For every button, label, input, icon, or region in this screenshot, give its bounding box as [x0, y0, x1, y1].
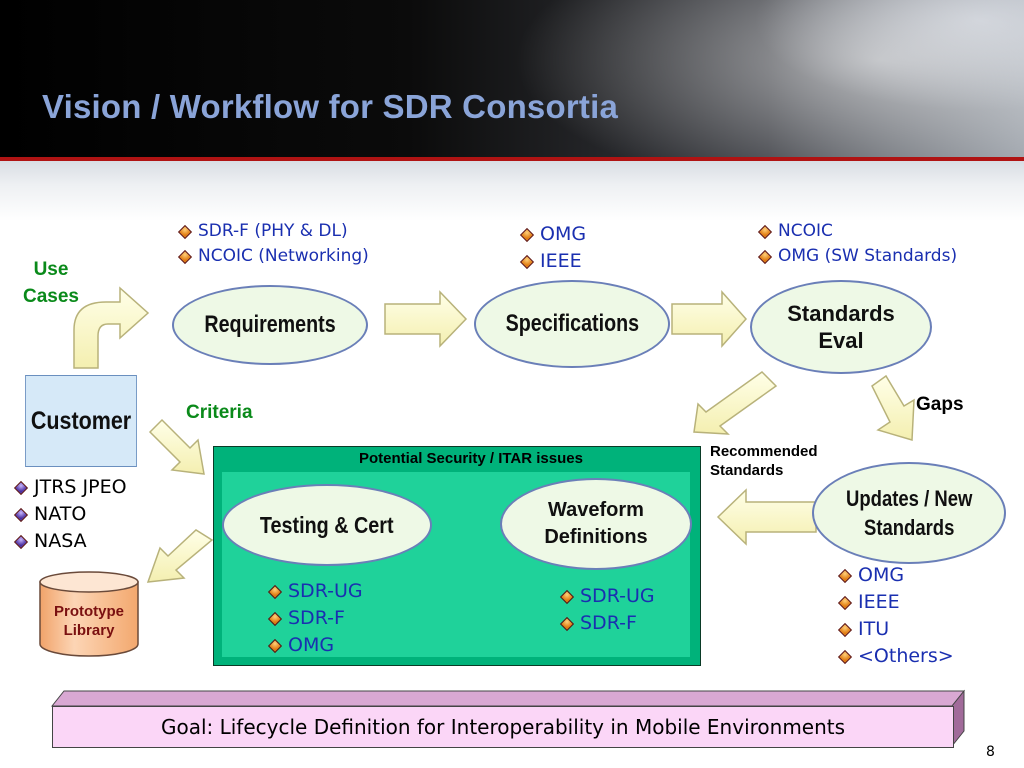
bullet-diamond-icon — [837, 595, 853, 611]
updates-to-waveform-arrow — [716, 488, 817, 546]
bullet-diamond-icon — [757, 249, 773, 265]
list-item: NCOIC (Networking) — [177, 244, 369, 269]
page-number: 8 — [986, 744, 995, 760]
waveform-definitions-node: Waveform Definitions — [500, 478, 692, 570]
security-issues-label: Potential Security / ITAR issues — [359, 450, 583, 467]
list-item: OMG — [519, 221, 586, 248]
list-item: NASA — [13, 528, 127, 555]
specifications-list: OMG IEEE — [519, 221, 586, 275]
list-item: SDR-F — [559, 610, 655, 637]
bullet-diamond-icon — [13, 534, 29, 550]
list-item: IEEE — [519, 248, 586, 275]
list-item: NCOIC — [757, 219, 957, 244]
bullet-diamond-icon — [267, 584, 283, 600]
goal-banner: Goal: Lifecycle Definition for Interoper… — [52, 706, 954, 748]
updates-standards-node: Updates / New Standards — [812, 462, 1006, 564]
bullet-diamond-icon — [267, 638, 283, 654]
list-item: ITU — [837, 616, 954, 643]
bullet-diamond-icon — [519, 227, 535, 243]
eval-to-gaps-arrow — [871, 374, 915, 441]
bullet-diamond-icon — [267, 611, 283, 627]
bullet-diamond-icon — [559, 589, 575, 605]
customer-list: JTRS JPEO NATO NASA — [13, 474, 127, 555]
recommended-standards-label: Recommended Standards — [710, 443, 818, 479]
bullet-diamond-icon — [177, 249, 193, 265]
header-divider — [0, 157, 1024, 161]
list-item: SDR-UG — [267, 578, 363, 605]
bullet-diamond-icon — [13, 507, 29, 523]
prototype-library-label: Prototype Library — [53, 603, 124, 639]
list-item: IEEE — [837, 589, 954, 616]
list-item: OMG — [837, 562, 954, 589]
bullet-diamond-icon — [13, 480, 29, 496]
header-band — [0, 0, 1024, 160]
standards-eval-list: NCOIC OMG (SW Standards) — [757, 219, 957, 269]
list-item: OMG — [267, 632, 363, 659]
testing-cert-node: Testing & Cert — [222, 484, 432, 566]
standards-eval-node: Standards Eval — [750, 280, 932, 374]
bullet-diamond-icon — [559, 616, 575, 632]
specifications-to-eval-arrow — [671, 290, 748, 348]
bullet-diamond-icon — [519, 254, 535, 270]
list-item: SDR-UG — [559, 583, 655, 610]
requirements-node: Requirements — [172, 285, 368, 365]
customer-node: Customer — [25, 375, 137, 467]
list-item: JTRS JPEO — [13, 474, 127, 501]
list-item: NATO — [13, 501, 127, 528]
list-item: OMG (SW Standards) — [757, 244, 957, 269]
list-item: SDR-F (PHY & DL) — [177, 219, 369, 244]
criteria-label: Criteria — [186, 402, 253, 423]
goal-box-top-edge — [50, 690, 966, 707]
eval-to-recommended-arrow — [693, 371, 778, 435]
customer-to-testing-arrow — [148, 418, 205, 475]
bullet-diamond-icon — [757, 224, 773, 240]
updates-list: OMG IEEE ITU <Others> — [837, 562, 954, 670]
customer-to-requirements-arrow — [73, 286, 150, 369]
bullet-diamond-icon — [177, 224, 193, 240]
waveform-list: SDR-UG SDR-F — [559, 583, 655, 637]
header-gradient — [0, 161, 1024, 221]
database-cylinder-icon — [39, 571, 139, 657]
page-title: Vision / Workflow for SDR Consortia — [42, 88, 618, 125]
specifications-node: Specifications — [474, 280, 670, 368]
testing-to-library-arrow — [146, 529, 214, 583]
requirements-to-specifications-arrow — [384, 290, 468, 348]
requirements-list: SDR-F (PHY & DL) NCOIC (Networking) — [177, 219, 369, 269]
gaps-label: Gaps — [916, 394, 964, 415]
bullet-diamond-icon — [837, 622, 853, 638]
list-item: SDR-F — [267, 605, 363, 632]
use-cases-label: Use Cases — [23, 259, 79, 307]
list-item: <Others> — [837, 643, 954, 670]
bullet-diamond-icon — [837, 568, 853, 584]
testing-list: SDR-UG SDR-F OMG — [267, 578, 363, 659]
bullet-diamond-icon — [837, 649, 853, 665]
